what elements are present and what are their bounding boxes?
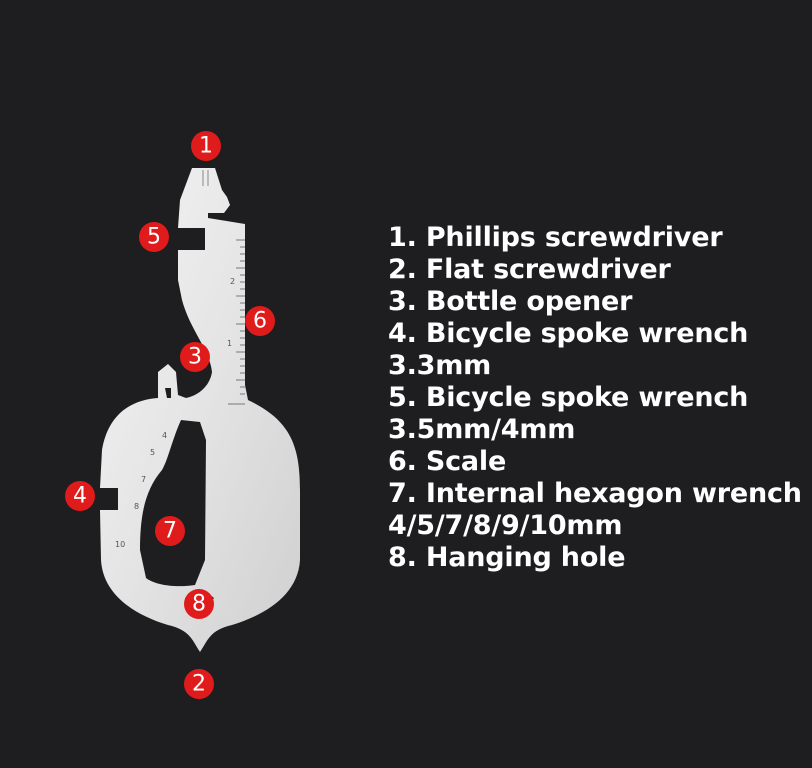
phillips-tip [202,170,209,186]
scale-label-2: 2 [230,277,235,286]
hex-size-4: 4 [162,431,167,440]
marker-3: 3 [180,342,210,372]
legend-line: 2. Flat screwdriver [388,254,671,285]
marker-5: 5 [139,222,169,252]
marker-4: 4 [65,481,95,511]
marker-1: 1 [191,131,221,161]
hex-size-7: 7 [141,475,146,484]
legend-line: 3. Bottle opener [388,286,633,317]
feature-legend: 1. Phillips screwdriver 2. Flat screwdri… [388,222,806,574]
hex-size-8: 8 [134,502,139,511]
scale-ticks [228,239,245,405]
legend-line: 8. Hanging hole [388,542,626,573]
svg-text:5: 5 [147,225,161,250]
legend-line: 7. Internal hexagon wrench [388,478,802,509]
svg-text:7: 7 [163,519,177,544]
marker-6: 6 [245,306,275,336]
marker-7: 7 [155,516,185,546]
svg-text:1: 1 [199,134,213,159]
marker-2: 2 [184,669,214,699]
multitool-body [100,168,300,652]
legend-line: 4/5/7/8/9/10mm [388,510,623,541]
legend-line: 6. Scale [388,446,507,477]
hex-size-10: 10 [115,540,125,549]
svg-text:4: 4 [73,484,87,509]
hex-size-5: 5 [150,448,155,457]
marker-8: 8 [184,589,214,619]
legend-line: 1. Phillips screwdriver [388,222,723,253]
svg-text:6: 6 [253,309,267,334]
legend-line: 3.3mm [388,350,492,381]
svg-text:2: 2 [192,672,206,697]
legend-line: 4. Bicycle spoke wrench [388,318,749,349]
legend-line: 5. Bicycle spoke wrench [388,382,749,413]
legend-line: 3.5mm/4mm [388,414,576,445]
scale-label-1: 1 [227,339,232,348]
svg-text:8: 8 [192,592,206,617]
svg-text:3: 3 [188,345,202,370]
